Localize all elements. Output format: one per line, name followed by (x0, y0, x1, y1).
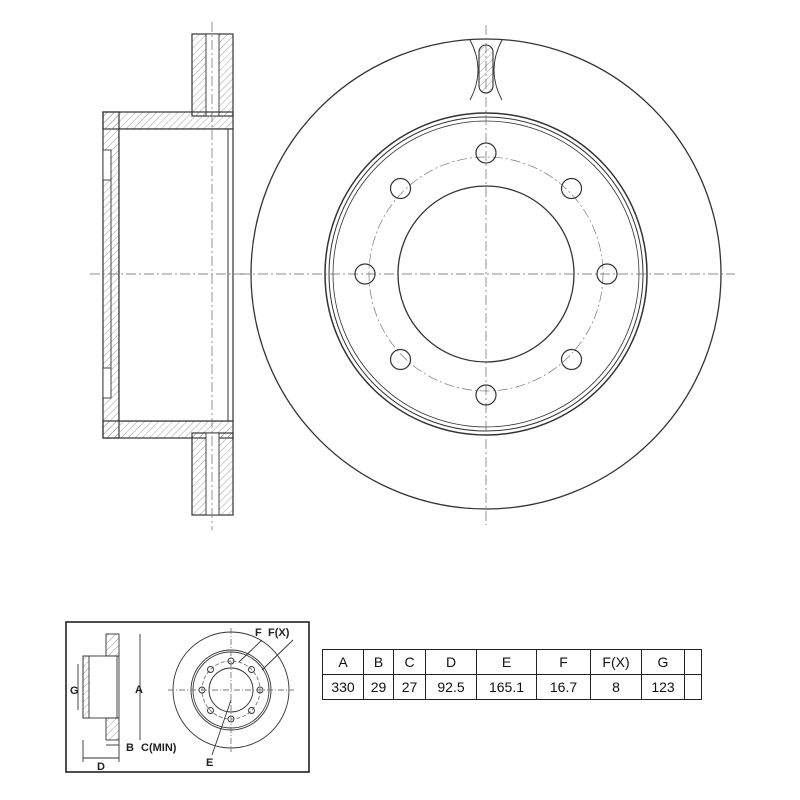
bolt-hole (389, 177, 412, 200)
header-F: F (536, 649, 591, 675)
header-G: G (641, 649, 685, 675)
value-FX: 8 (590, 674, 642, 700)
label-F: F (255, 627, 262, 639)
header-blank (684, 649, 702, 675)
spec-value-row: 330 29 27 92.5 165.1 16.7 8 123 (322, 674, 702, 700)
header-A: A (322, 649, 364, 675)
bolt-hole (389, 348, 412, 371)
header-D: D (425, 649, 477, 675)
label-G: G (70, 685, 79, 697)
bolt-hole (354, 263, 376, 285)
label-C-min: C(MIN) (141, 742, 177, 754)
bolt-holes (354, 142, 618, 406)
bolt-hole (596, 263, 618, 285)
label-A: A (135, 684, 143, 696)
value-F: 16.7 (536, 674, 591, 700)
spec-table: A B C D E F F(X) G 330 29 27 92.5 165.1 … (322, 649, 702, 700)
bolt-hole (475, 142, 497, 164)
inset-frame (65, 621, 310, 773)
value-D: 92.5 (425, 674, 477, 700)
label-FX: F(X) (268, 627, 290, 639)
label-B: B (126, 742, 134, 754)
inset-diagram: G A B C(MIN) D E F F(X) (65, 621, 310, 773)
side-section-view (90, 22, 245, 530)
label-D: D (97, 761, 105, 773)
header-B: B (363, 649, 394, 675)
header-FX: F(X) (590, 649, 642, 675)
header-C: C (393, 649, 426, 675)
bolt-hole (560, 348, 583, 371)
value-B: 29 (363, 674, 394, 700)
value-E: 165.1 (476, 674, 537, 700)
value-A: 330 (322, 674, 364, 700)
bolt-hole (475, 384, 497, 406)
header-E: E (476, 649, 537, 675)
bolt-hole (560, 177, 583, 200)
front-view (240, 25, 735, 525)
value-C: 27 (393, 674, 426, 700)
spec-header-row: A B C D E F F(X) G (322, 649, 702, 675)
value-blank (684, 674, 702, 700)
label-E: E (206, 757, 213, 769)
value-G: 123 (641, 674, 685, 700)
